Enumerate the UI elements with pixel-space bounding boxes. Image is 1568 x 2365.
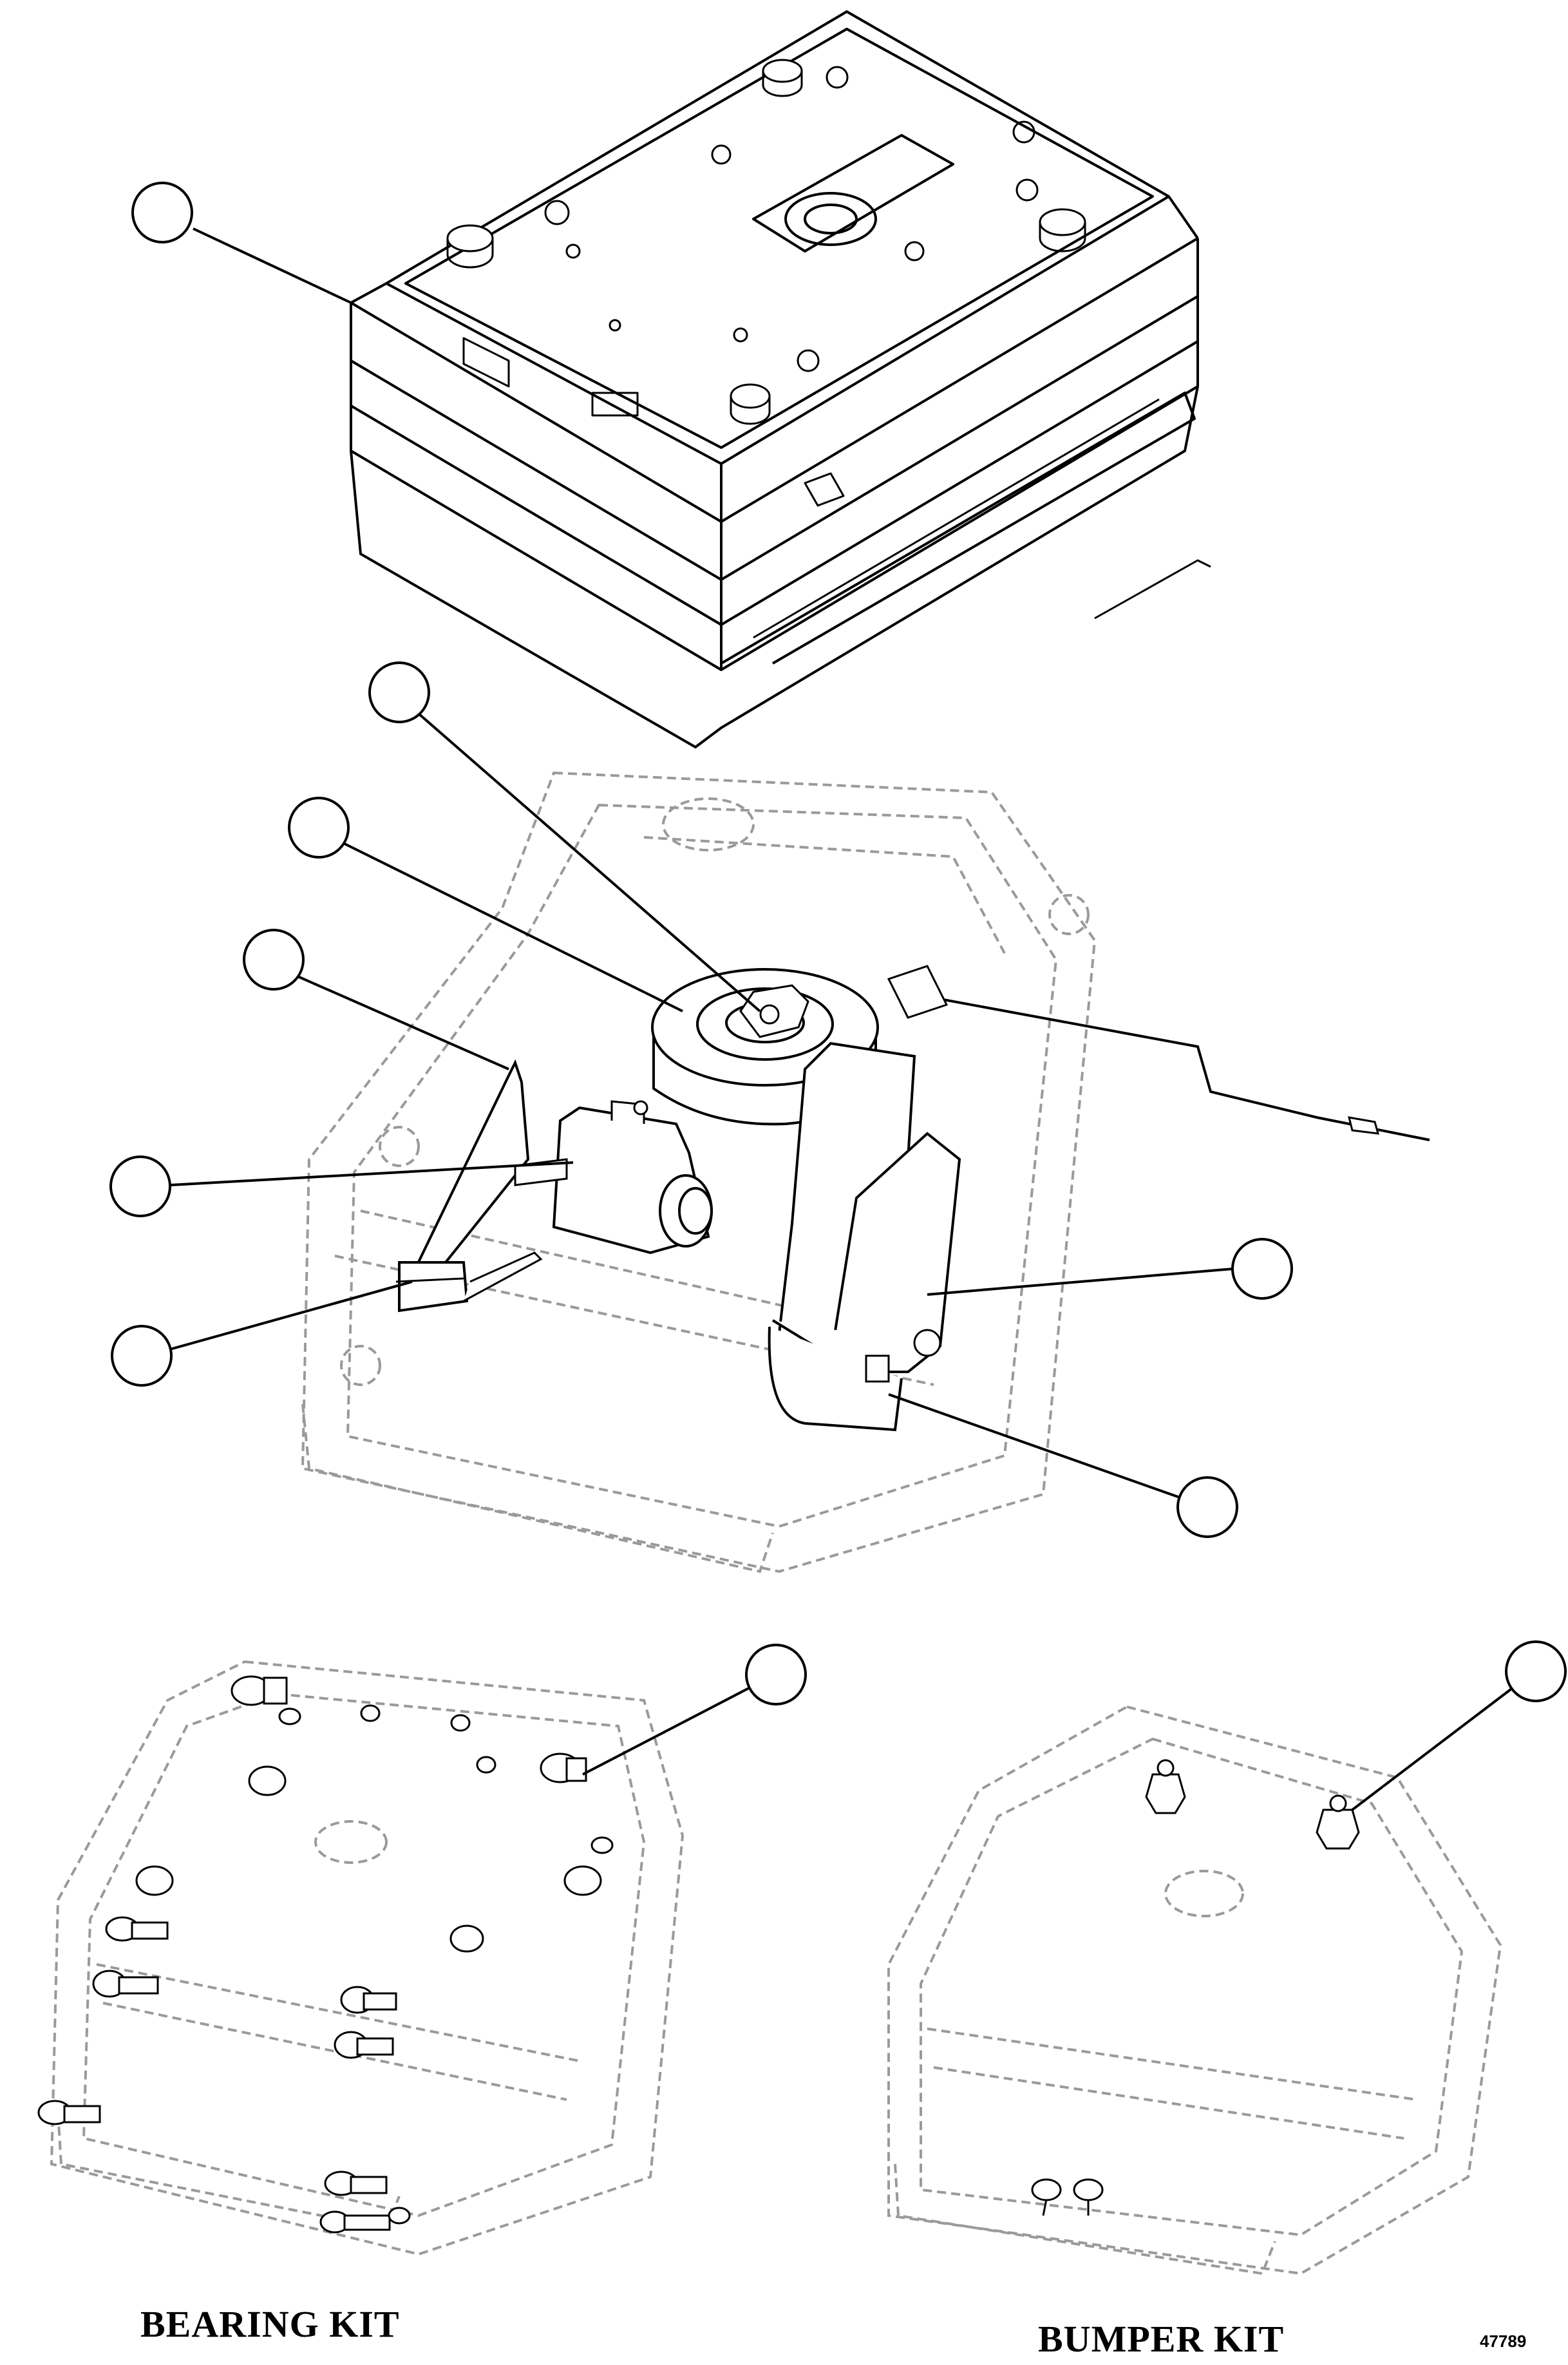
seat-suspension-assembly: [350, 10, 1211, 748]
callout-adjuster-housing: [888, 1393, 1238, 1538]
callout-shock-absorber: [927, 1238, 1293, 1300]
callout-pedal-bracket: [111, 1280, 413, 1387]
bearing-kit-label: BEARING KIT: [140, 2303, 400, 2345]
drawing-number: 47789: [1480, 2332, 1527, 2351]
suspension-mechanism: [301, 771, 1430, 1573]
callout-compressor: [109, 1155, 574, 1217]
callout-air-spring-valve: [368, 661, 761, 1012]
callout-bearing-kit: [582, 1644, 807, 1776]
callout-bumper-kit: [1351, 1640, 1567, 1811]
bumper-kit-drawing: [887, 1705, 1502, 2275]
bumper-kit-label: BUMPER KIT: [1038, 2318, 1285, 2360]
callout-air-spring: [288, 797, 683, 1012]
bearing-kit-drawing: [37, 1660, 685, 2256]
callout-bracket-rod: [243, 929, 509, 1070]
callout-seat-assembly: [131, 182, 352, 304]
